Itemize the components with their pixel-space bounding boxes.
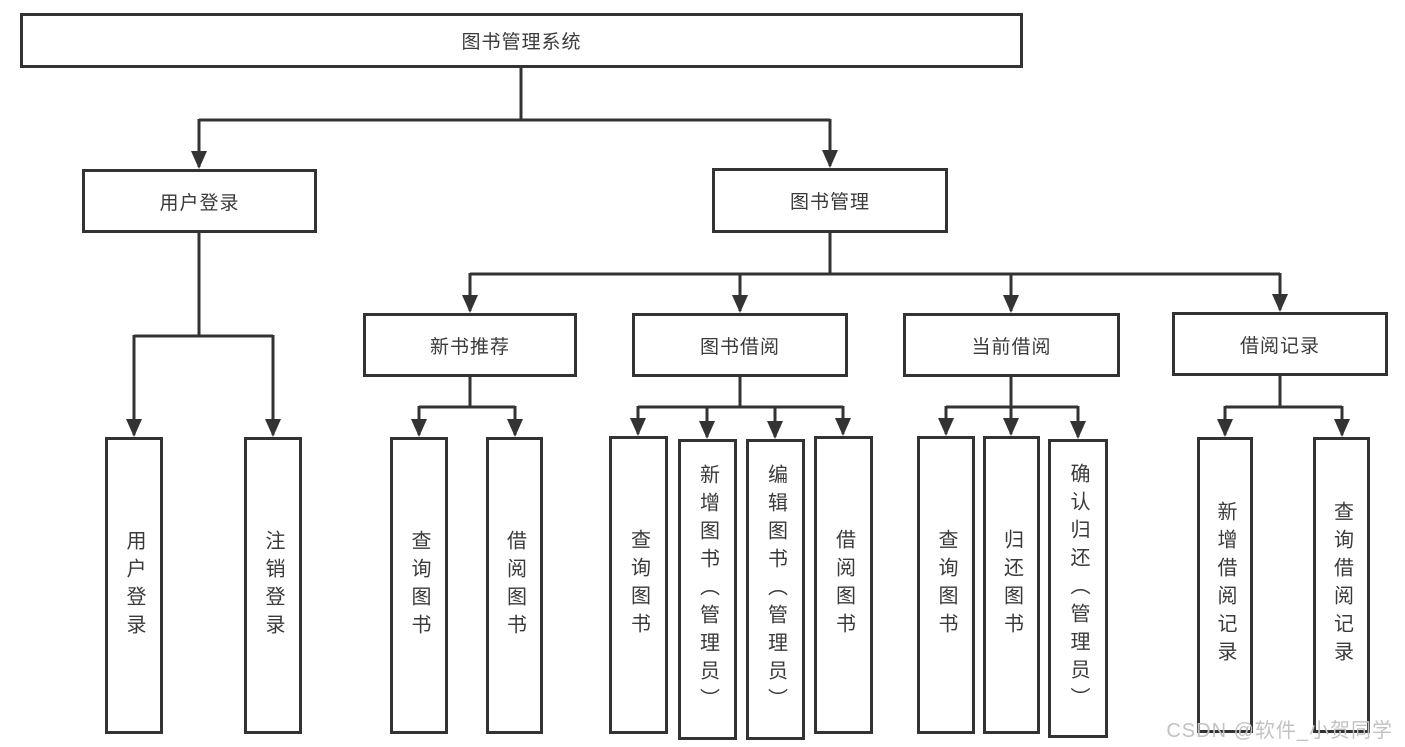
leaf-logout: 注销登录 <box>244 437 302 734</box>
leaf-user-login-label: 用户登录 <box>123 529 145 642</box>
leaf-user-login: 用户登录 <box>105 437 163 734</box>
leaf-query-books-newbook-label: 查询图书 <box>408 529 430 642</box>
leaf-add-book-admin: 新增图书（管理员） <box>678 439 737 740</box>
node-current-borrow-label: 当前借阅 <box>971 336 1052 358</box>
leaf-return-book: 归还图书 <box>983 436 1040 734</box>
node-user-login: 用户登录 <box>82 169 317 233</box>
leaf-return-book-label: 归还图书 <box>1000 529 1023 641</box>
leaf-query-books-borrow-label: 查询图书 <box>627 529 650 641</box>
watermark: CSDN @软件_小贺同学 <box>1166 720 1393 742</box>
leaf-query-borrow-record: 查询借阅记录 <box>1313 437 1370 733</box>
leaf-add-borrow-record-label: 新增借阅记录 <box>1214 501 1236 669</box>
node-current-borrow: 当前借阅 <box>903 313 1120 377</box>
leaf-query-books-current: 查询图书 <box>917 436 975 734</box>
leaf-borrow-books-newbook-label: 借阅图书 <box>503 529 526 642</box>
node-user-login-label: 用户登录 <box>159 192 240 214</box>
connector-arrows <box>126 119 1350 439</box>
node-new-book: 新书推荐 <box>363 313 577 377</box>
node-book-mgmt-label: 图书管理 <box>789 192 870 213</box>
leaf-edit-book-admin: 编辑图书（管理员） <box>746 439 805 740</box>
leaf-logout-label: 注销登录 <box>262 529 284 642</box>
leaf-add-borrow-record: 新增借阅记录 <box>1197 437 1253 733</box>
leaf-edit-book-admin-label: 编辑图书（管理员） <box>764 463 787 716</box>
leaf-query-borrow-record-label: 查询借阅记录 <box>1330 501 1353 669</box>
node-borrow-record-label: 借阅记录 <box>1239 335 1320 357</box>
node-book-borrow: 图书借阅 <box>632 313 848 377</box>
leaf-query-books-newbook: 查询图书 <box>390 437 448 734</box>
leaf-borrow-books-label: 借阅图书 <box>832 529 855 641</box>
leaf-add-book-admin-label: 新增图书（管理员） <box>696 463 719 716</box>
node-book-borrow-label: 图书借阅 <box>699 336 780 358</box>
leaf-query-books-current-label: 查询图书 <box>935 529 957 641</box>
leaf-confirm-return-admin: 确认归还（管理员） <box>1048 439 1108 738</box>
node-root: 图书管理系统 <box>20 13 1023 68</box>
leaf-query-books-borrow: 查询图书 <box>609 436 668 734</box>
node-borrow-record: 借阅记录 <box>1172 312 1388 376</box>
leaf-borrow-books: 借阅图书 <box>814 436 873 734</box>
node-root-label: 图书管理系统 <box>461 32 582 53</box>
node-new-book-label: 新书推荐 <box>429 336 510 358</box>
leaf-borrow-books-newbook: 借阅图书 <box>486 437 543 734</box>
node-book-mgmt: 图书管理 <box>712 168 948 233</box>
leaf-confirm-return-admin-label: 确认归还（管理员） <box>1067 462 1089 715</box>
